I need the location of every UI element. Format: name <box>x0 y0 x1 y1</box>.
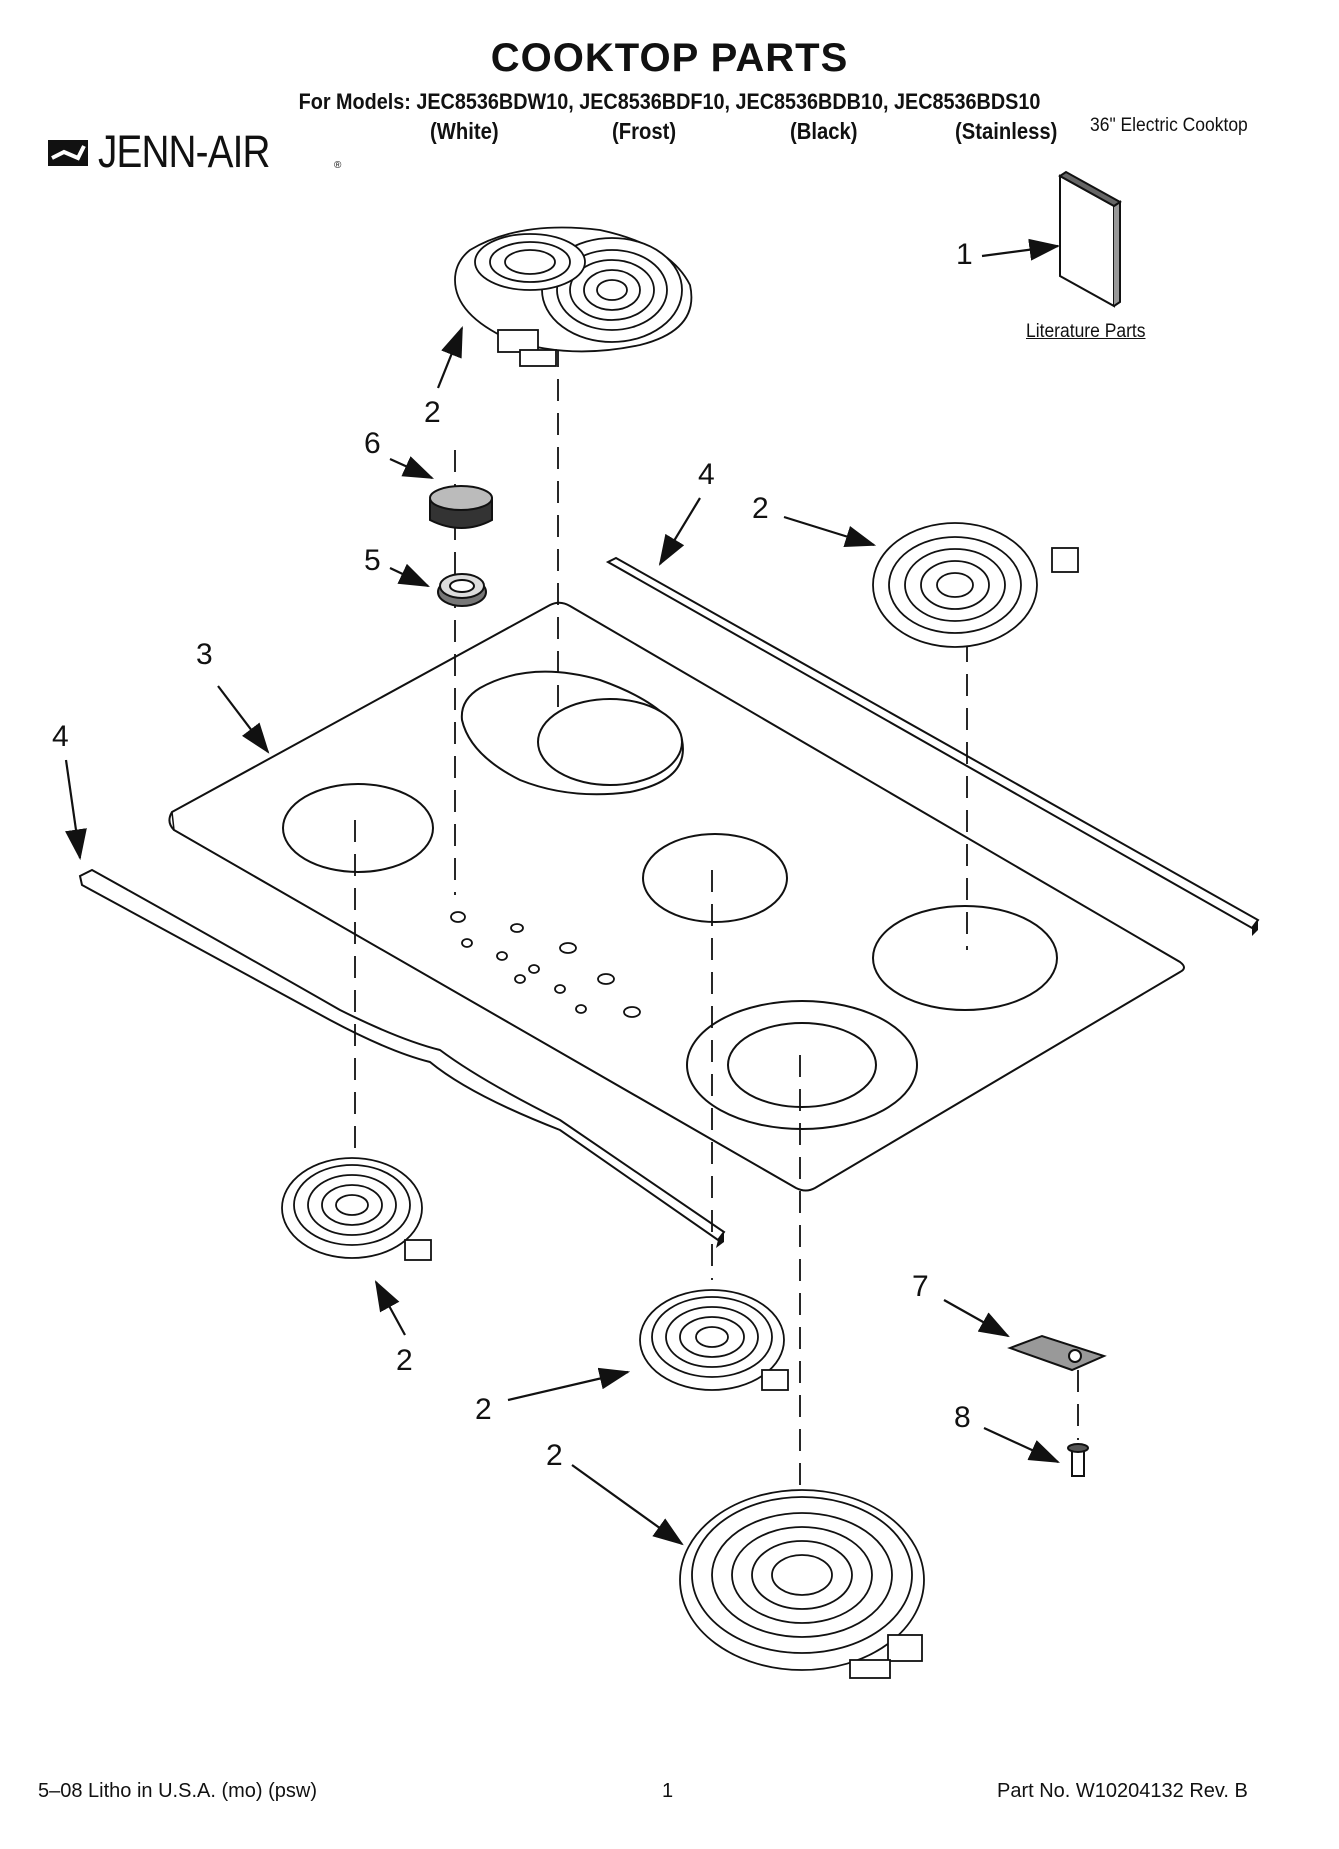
left-front-element <box>281 1157 432 1261</box>
front-trim-strip <box>78 868 726 1248</box>
cutout-center <box>642 833 788 923</box>
right-rear-element <box>872 522 1079 648</box>
callout-2: 2 <box>475 1393 492 1426</box>
callout-4: 4 <box>698 458 715 491</box>
footer-part-number: Part No. W10204132 Rev. B <box>997 1780 1248 1802</box>
cutout-front-large-inner <box>727 1022 877 1108</box>
page-title: COOKTOP PARTS <box>490 36 849 80</box>
control-holes <box>450 911 641 1018</box>
center-front-element <box>639 1289 789 1391</box>
callout-6: 6 <box>364 427 381 460</box>
literature-booklet <box>1058 170 1122 308</box>
variant-white: (White) <box>430 118 499 144</box>
callout-2: 2 <box>424 396 441 429</box>
rear-trim-strip <box>605 556 1260 936</box>
models-line: For Models: JEC8536BDW10, JEC8536BDF10, … <box>298 89 1041 114</box>
brand-logo: JENN-AIR <box>98 126 270 177</box>
variant-frost: (Frost) <box>612 118 677 144</box>
control-knob <box>429 485 493 529</box>
footer-litho: 5–08 Litho in U.S.A. (mo) (psw) <box>38 1780 317 1802</box>
knob-bezel <box>437 573 487 607</box>
leader-arrows <box>64 238 1061 1546</box>
variant-stainless: (Stainless) <box>955 118 1058 144</box>
mounting-screw <box>1067 1443 1089 1477</box>
callout-8: 8 <box>954 1401 971 1434</box>
large-front-element <box>679 1489 925 1679</box>
brand-logo-mark-icon <box>48 140 88 166</box>
cutout-left-rear <box>282 783 434 873</box>
callout-1: 1 <box>956 238 973 271</box>
bridge-element <box>454 226 693 367</box>
footer-page-number: 1 <box>662 1780 674 1802</box>
variant-black: (Black) <box>790 118 858 144</box>
mounting-bracket <box>1007 1334 1107 1372</box>
callout-2: 2 <box>396 1344 413 1377</box>
cutout-bridge-inner <box>537 698 683 786</box>
callout-7: 7 <box>912 1270 929 1303</box>
literature-parts-label: Literature Parts <box>1026 321 1146 342</box>
glass-cooktop <box>168 601 1185 1192</box>
callout-2: 2 <box>752 492 769 525</box>
callout-4: 4 <box>52 720 69 753</box>
callout-3: 3 <box>196 638 213 671</box>
callout-2: 2 <box>546 1439 563 1472</box>
cutout-right-rear <box>872 905 1058 1011</box>
brand-registered-mark: ® <box>334 160 342 171</box>
product-type: 36" Electric Cooktop <box>1090 115 1248 136</box>
callout-5: 5 <box>364 544 381 577</box>
